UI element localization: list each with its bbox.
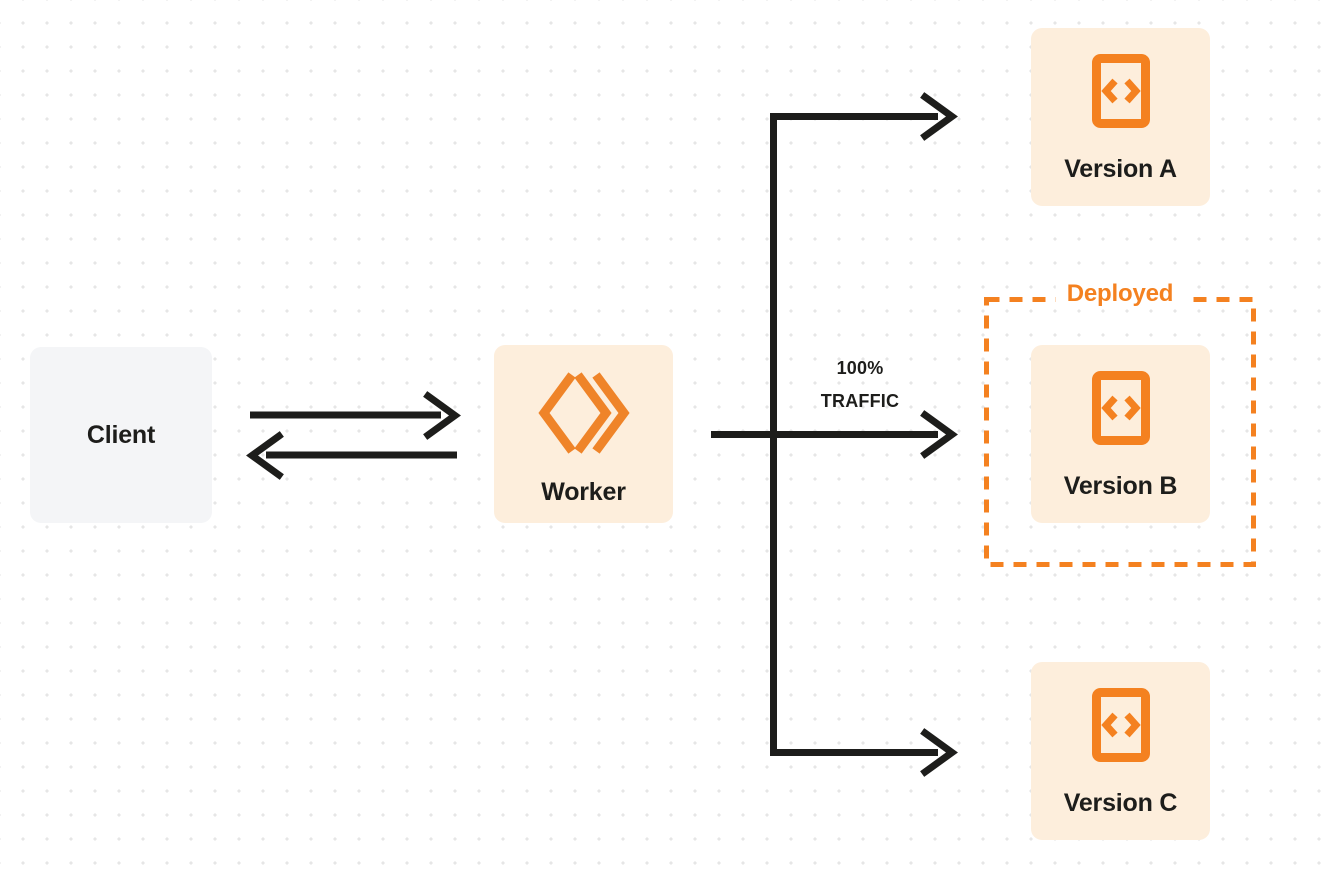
- node-version-a-label: Version A: [1064, 155, 1177, 183]
- node-version-c-label: Version C: [1063, 789, 1178, 817]
- node-version-b-label: Version B: [1063, 472, 1178, 500]
- node-client-label: Client: [86, 420, 156, 449]
- traffic-percent: 100%: [836, 358, 884, 378]
- code-document-icon: [1091, 54, 1150, 133]
- node-version-a[interactable]: Version A: [1031, 28, 1210, 206]
- group-deployed-label: Deployed: [1055, 280, 1185, 308]
- code-document-icon: [1091, 688, 1150, 767]
- node-client[interactable]: Client: [30, 347, 212, 523]
- node-version-b[interactable]: Version B: [1031, 345, 1210, 523]
- arrow-client-to-worker: [250, 391, 461, 440]
- arrow-worker-to-version-b: [711, 410, 958, 459]
- arrow-trunk-to-version-c: [770, 728, 958, 777]
- node-worker[interactable]: Worker: [494, 345, 673, 523]
- arrow-worker-to-client: [246, 431, 457, 480]
- cloudflare-workers-logo-icon: [537, 369, 630, 462]
- traffic-unit: TRAFFIC: [820, 391, 900, 412]
- code-document-icon: [1091, 371, 1150, 450]
- node-version-c[interactable]: Version C: [1031, 662, 1210, 840]
- arrow-trunk-to-version-a: [770, 92, 958, 141]
- traffic-label: 100% TRAFFIC: [790, 352, 930, 419]
- node-worker-label: Worker: [541, 478, 626, 506]
